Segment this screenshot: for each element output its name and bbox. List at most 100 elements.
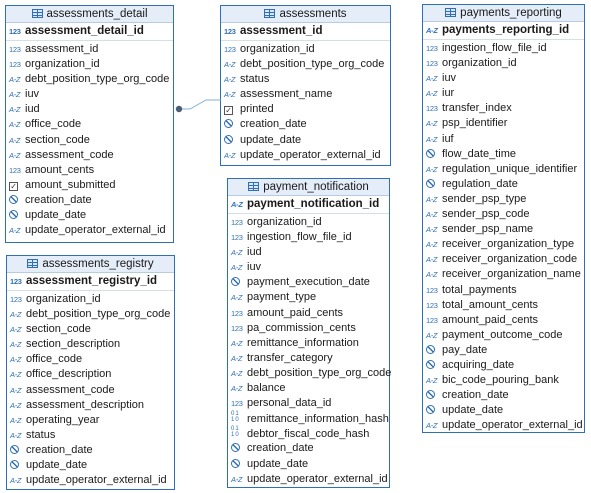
- table-header[interactable]: assessments_registry: [7, 256, 174, 273]
- column-row[interactable]: pay_date: [423, 343, 584, 358]
- column-row[interactable]: creation_date: [6, 193, 173, 208]
- column-row[interactable]: acquiring_date: [423, 358, 584, 373]
- table-header[interactable]: payments_reporting: [423, 5, 584, 22]
- table-header[interactable]: assessments_detail: [6, 6, 173, 23]
- table-header[interactable]: assessments: [221, 6, 390, 23]
- column-name: receiver_organization_type: [442, 238, 575, 251]
- numeric-type-icon: 123: [426, 44, 438, 53]
- column-row[interactable]: creation_date: [7, 443, 174, 458]
- column-row[interactable]: update_date: [228, 457, 389, 472]
- column-row[interactable]: update_date: [221, 133, 390, 148]
- column-row[interactable]: payment_execution_date: [228, 275, 389, 290]
- column-name: update_date: [26, 459, 88, 472]
- column-row[interactable]: printed: [221, 102, 390, 117]
- column-name: creation_date: [247, 442, 314, 455]
- table-header[interactable]: payment_notification: [228, 179, 389, 196]
- column-row[interactable]: creation_date: [221, 117, 390, 132]
- column-row[interactable]: creation_date: [228, 441, 389, 456]
- column-row[interactable]: amount_submitted: [6, 178, 173, 193]
- column-row[interactable]: update_date: [423, 403, 584, 418]
- column-row[interactable]: flow_date_time: [423, 147, 584, 162]
- column-row[interactable]: regulation_date: [423, 177, 584, 192]
- column-row[interactable]: creation_date: [423, 388, 584, 403]
- text-type-icon: A-Z: [426, 119, 438, 129]
- column-row[interactable]: update_date: [7, 458, 174, 473]
- column-row[interactable]: update_date: [6, 208, 173, 223]
- numeric-type-icon: 123: [426, 285, 438, 295]
